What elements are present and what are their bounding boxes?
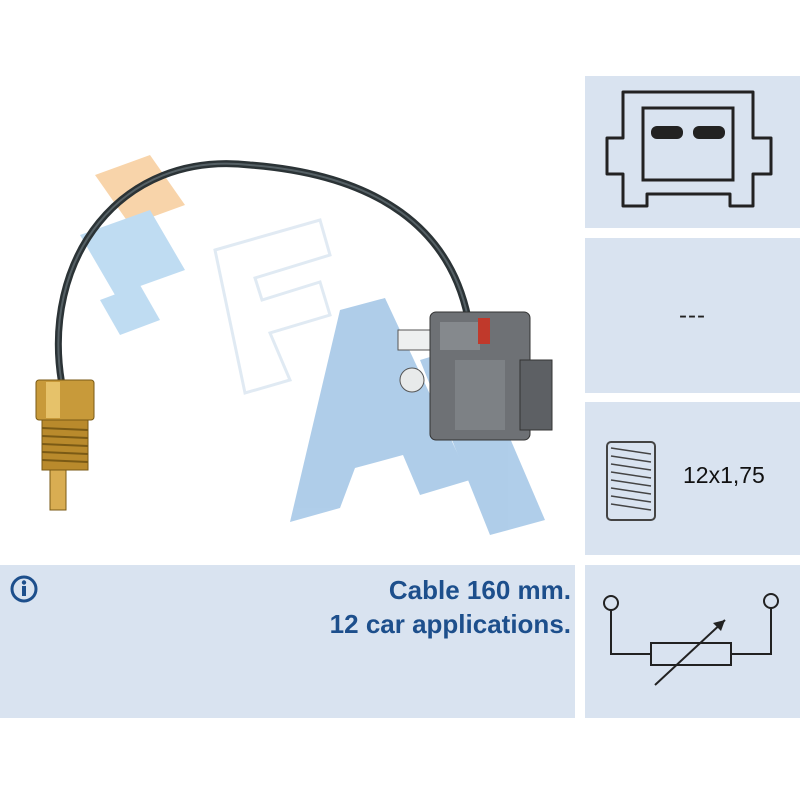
thread-size: 12x1,75 [683,462,765,488]
two-pin-connector-icon [605,90,773,208]
resistance-panel: --- [585,238,800,393]
info-panel: Cable 160 mm. 12 car applications. [0,565,575,718]
product-photo [35,155,553,535]
connector-panel [585,76,800,228]
grey-connector [397,311,553,441]
variable-resistor-icon [603,593,779,686]
thread-panel: 12x1,75 [585,402,800,555]
brass-sensor-body [35,379,95,511]
cable-length: Cable 160 mm. [388,575,571,605]
thread-icon [606,441,656,521]
schematic-panel [585,565,800,718]
car-applications: 12 car applications. [329,609,571,639]
resistance-value: --- [679,302,706,329]
info-text: Cable 160 mm. 12 car applications. [330,573,571,641]
info-icon [10,575,38,603]
